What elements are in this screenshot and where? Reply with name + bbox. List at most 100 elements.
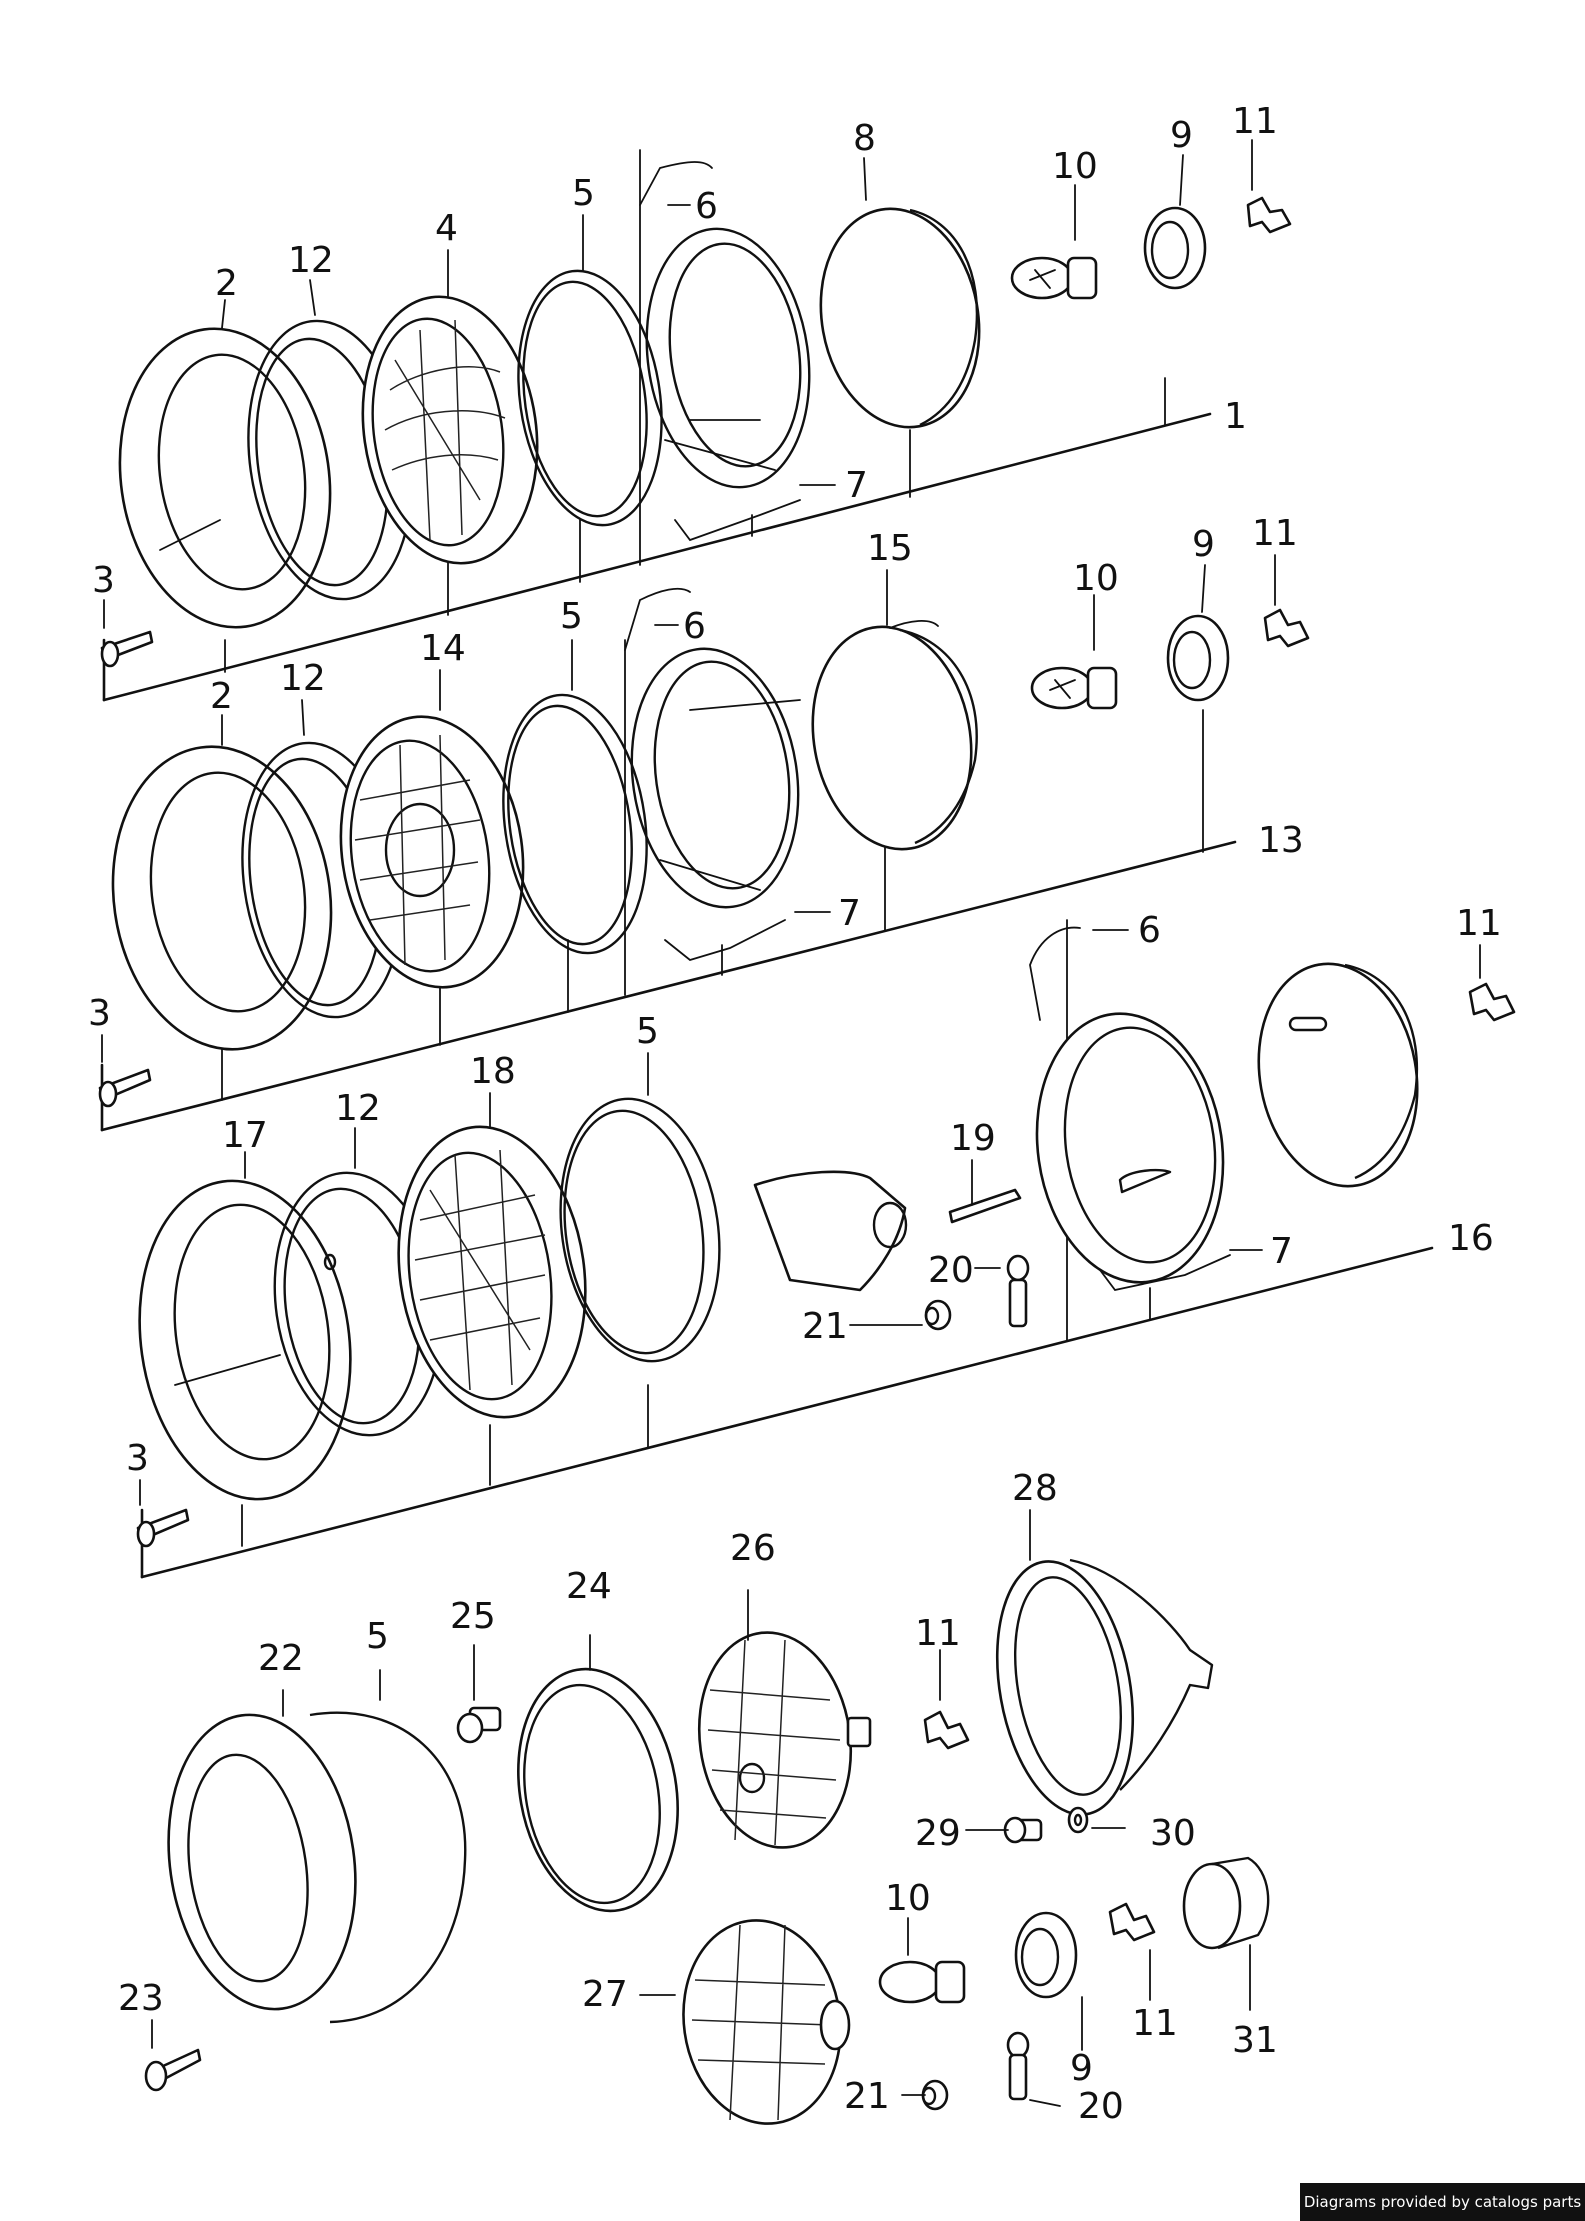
callout-5c: 5 xyxy=(636,1011,659,1052)
callout-10b: 10 xyxy=(1073,558,1119,599)
callout-11: 11 xyxy=(1232,101,1278,142)
callout-21: 21 xyxy=(802,1306,848,1347)
part-3-screw xyxy=(100,599,154,668)
callout-30: 30 xyxy=(1150,1813,1196,1854)
part-22-headlight-bucket xyxy=(167,1711,467,2024)
part-bulb-shield xyxy=(753,1170,908,1292)
callout-12b: 12 xyxy=(280,658,326,699)
part-5-gasket xyxy=(517,269,663,527)
part-6-housing xyxy=(645,227,811,489)
callout-26: 26 xyxy=(730,1528,776,1569)
part-20-small-bulb-b xyxy=(1006,2031,1030,2101)
callout-9b: 9 xyxy=(1192,524,1215,565)
part-3-screw-b xyxy=(98,1034,152,1108)
callout-12c: 12 xyxy=(335,1088,381,1129)
callout-27: 27 xyxy=(582,1974,628,2015)
callout-20d: 20 xyxy=(1078,2086,1124,2127)
part-9-bulb-socket xyxy=(1143,206,1207,290)
diagram-credit-footer: Diagrams provided by catalogs parts xyxy=(1300,2183,1585,2221)
callout-12: 12 xyxy=(288,240,334,281)
assembly-group-1 xyxy=(100,139,1292,702)
callout-5: 5 xyxy=(572,173,595,214)
callout-25: 25 xyxy=(450,1596,496,1637)
part-10-bulb-d xyxy=(878,1960,966,2004)
callout-17: 17 xyxy=(222,1115,268,1156)
callout-18: 18 xyxy=(470,1051,516,1092)
callout-5b: 5 xyxy=(560,596,583,637)
part-21-grommet-b xyxy=(921,2079,949,2111)
part-17-trim-ring xyxy=(138,1179,352,1501)
callout-11b: 11 xyxy=(1252,513,1298,554)
part-11-clip-e xyxy=(1108,1902,1156,1942)
part-18-headlight-lens xyxy=(397,1125,587,1419)
callout-6: 6 xyxy=(695,186,718,227)
callout-labels: 1 2 12 4 5 6 7 8 10 9 11 3 13 2 12 14 5 … xyxy=(88,101,1502,2127)
callout-2b: 2 xyxy=(210,676,233,717)
callout-5d: 5 xyxy=(366,1616,389,1657)
callout-22: 22 xyxy=(258,1638,304,1679)
part-24-retaining-ring xyxy=(517,1667,679,1913)
callout-3b: 3 xyxy=(88,993,111,1034)
callout-29: 29 xyxy=(915,1813,961,1854)
part-31-cap xyxy=(1182,1856,1270,1950)
part-4-headlight-lens xyxy=(361,295,539,565)
part-14-headlight-lens xyxy=(339,715,525,989)
part-2-trim-ring xyxy=(118,327,332,629)
part-28-housing xyxy=(995,1558,1214,1816)
callout-4: 4 xyxy=(435,208,458,249)
part-26-sealed-beam xyxy=(697,1631,872,1849)
callout-8: 8 xyxy=(853,118,876,159)
callout-9d: 9 xyxy=(1070,2048,1093,2089)
callout-7: 7 xyxy=(845,465,868,506)
part-6-housing-b xyxy=(630,647,801,909)
part-2-trim-ring-b xyxy=(111,745,333,1051)
part-11-clip-d xyxy=(923,1710,970,1750)
callout-13: 13 xyxy=(1258,820,1304,861)
callout-1: 1 xyxy=(1224,396,1247,437)
callout-6c: 6 xyxy=(1138,910,1161,951)
part-3-screw-c xyxy=(136,1479,190,1548)
callout-20: 20 xyxy=(928,1250,974,1291)
part-25-screw xyxy=(456,1706,502,1744)
callout-2: 2 xyxy=(215,263,238,304)
callout-11c: 11 xyxy=(1456,903,1502,944)
callout-14: 14 xyxy=(420,628,466,669)
part-11-clip-c xyxy=(1468,982,1516,1022)
part-21-grommet xyxy=(924,1299,952,1331)
callout-19: 19 xyxy=(950,1118,996,1159)
assembly-group-16 xyxy=(136,919,1516,1579)
part-8-reflector xyxy=(819,207,981,429)
callout-23: 23 xyxy=(118,1978,164,2019)
callout-10d: 10 xyxy=(885,1878,931,1919)
callout-3: 3 xyxy=(92,560,115,601)
callout-16: 16 xyxy=(1448,1218,1494,1259)
callout-7c: 7 xyxy=(1270,1231,1293,1272)
part-19-bulb xyxy=(948,1188,1022,1224)
part-10-bulb xyxy=(1010,256,1098,300)
callout-21d: 21 xyxy=(844,2076,890,2117)
callout-10: 10 xyxy=(1052,146,1098,187)
part-reflector-c xyxy=(1257,962,1419,1188)
part-9-bulb-socket-d xyxy=(1014,1911,1078,1999)
callout-11d: 11 xyxy=(915,1613,961,1654)
part-23-screw xyxy=(144,2048,202,2092)
part-15-reflector xyxy=(811,620,978,851)
callout-15: 15 xyxy=(867,528,913,569)
assembly-group-13 xyxy=(98,554,1310,1132)
callout-11e: 11 xyxy=(1132,2003,1178,2044)
callout-6b: 6 xyxy=(683,606,706,647)
part-27-sealed-beam xyxy=(682,1919,851,2125)
callout-7b: 7 xyxy=(838,893,861,934)
callout-31: 31 xyxy=(1232,2020,1278,2061)
part-30-washer xyxy=(1067,1806,1089,1834)
part-9-bulb-socket-b xyxy=(1166,614,1230,702)
callout-3c: 3 xyxy=(126,1438,149,1479)
assembly-group-bottom xyxy=(144,1509,1270,2125)
part-5-gasket-b xyxy=(502,693,648,955)
callout-24: 24 xyxy=(566,1566,612,1607)
part-10-bulb-b xyxy=(1030,666,1118,710)
part-20-small-bulb xyxy=(1006,1254,1030,1328)
callout-9: 9 xyxy=(1170,115,1193,156)
part-6-housing-c xyxy=(1035,1012,1225,1284)
